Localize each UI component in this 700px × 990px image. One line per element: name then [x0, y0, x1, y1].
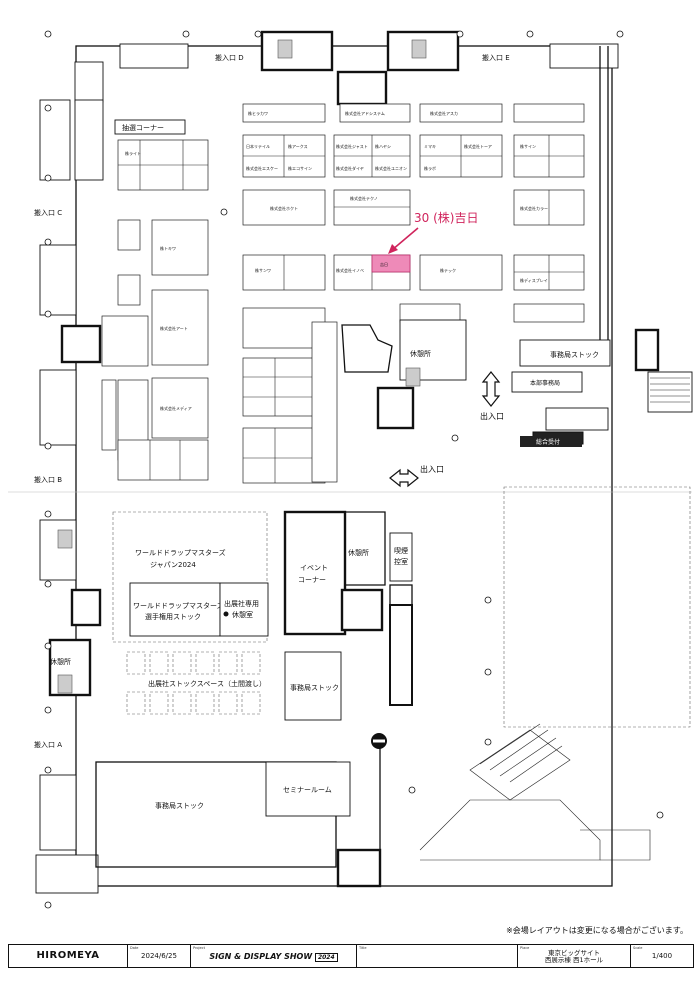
exit-arrow-vertical-icon	[481, 371, 501, 407]
scale-label: Scale	[633, 946, 643, 950]
entrance-e: 搬入口 E	[482, 53, 510, 62]
exit-right-label: 出入口	[480, 411, 504, 421]
rest-area-mid-label: 休憩所	[348, 548, 369, 557]
project-name: SIGN & DISPLAY SHOW	[209, 952, 313, 961]
event-corner-box	[283, 510, 347, 636]
office-stock-bottom-label: 事務局ストック	[155, 801, 204, 810]
entrance-b: 搬入口 B	[34, 475, 62, 484]
top-wall	[119, 30, 619, 106]
highlight-label: 30 (株)吉日	[414, 211, 479, 225]
world-drop-area	[112, 511, 268, 643]
exit-center-label: 出入口	[420, 464, 444, 474]
rest-area-top-label: 休憩所	[410, 349, 431, 358]
title-block: HIROMEYA Date 2024/6/25 Project SIGN & D…	[8, 944, 694, 968]
booth-island-right	[513, 103, 585, 323]
entrance-a: 搬入口 A	[34, 740, 62, 749]
exit-arrow-horizontal-icon	[389, 468, 419, 488]
exhibitor-rest-label-2: 休憩室	[232, 610, 253, 619]
entrance-c: 搬入口 C	[34, 208, 62, 217]
lottery-corner-label: 抽選コーナー	[122, 123, 164, 132]
ramp-stairs	[419, 723, 651, 861]
place-line-2: 西展示棟 西1ホール	[544, 956, 604, 964]
exhibitor-stock-label: 出展社ストックスペース（土間渡し）	[148, 679, 266, 688]
seminar-room-box	[265, 761, 351, 817]
toilet-icon-top	[277, 39, 293, 59]
project-label: Project	[193, 946, 205, 950]
company-name: HIROMEYA	[36, 950, 100, 961]
world-drop-label-1: ワールドドラップマスターズ	[135, 548, 226, 557]
title-company-cell: HIROMEYA	[9, 945, 128, 967]
title-place-cell: Place 東京ビッグサイト 西展示棟 西1ホール	[518, 945, 631, 967]
rest-area-top	[341, 324, 393, 373]
office-stock-mid-box	[284, 651, 342, 721]
exhibitor-rest-box	[219, 582, 269, 637]
smoking-label-2: 控室	[394, 557, 408, 566]
stair-core-mid	[340, 588, 384, 632]
pillar-dots	[44, 30, 664, 909]
title-label: Title	[359, 946, 367, 950]
no-entry-sign-icon	[371, 733, 387, 749]
toilet-icon-left	[57, 674, 73, 694]
wd-stock-label-2: 選手権用ストック	[145, 612, 201, 621]
reception-label: 総合受付	[536, 438, 560, 446]
lottery-corner	[114, 119, 186, 135]
place-line-1: 東京ビッグサイト	[548, 949, 600, 957]
seminar-room-label: セミナールーム	[283, 786, 332, 794]
highlighted-booth[interactable]	[371, 254, 411, 273]
place-label: Place	[520, 946, 530, 950]
wd-stock-label-1: ワールドドラップマスターズ	[133, 601, 224, 610]
world-drop-label-2: ジャパン2024	[150, 561, 196, 569]
office-stock-mid-label: 事務局ストック	[290, 683, 339, 692]
entrance-d: 搬入口 D	[215, 53, 244, 62]
reception-box	[520, 436, 582, 447]
project-year: 2024	[314, 953, 338, 962]
title-project-cell: Project SIGN & DISPLAY SHOW 2024	[191, 945, 357, 967]
toilet-icon-mid	[405, 367, 421, 387]
date-value: 2024/6/25	[141, 952, 177, 960]
booth-island-left-a	[101, 139, 209, 481]
highlight-pointer-arrow-icon	[388, 227, 419, 254]
exhibitor-rest-dot-icon	[223, 611, 229, 617]
date-label: Date	[130, 946, 139, 950]
hq-office-label: 本部事務局	[530, 379, 560, 387]
smoking-room	[389, 532, 413, 582]
toilet-icon-lower	[57, 529, 73, 549]
title-scale-cell: Scale 1/400	[631, 945, 693, 967]
event-corner-label-1: イベント	[300, 564, 328, 572]
wd-stock-box	[129, 582, 221, 637]
layout-change-note: ※会場レイアウトは変更になる場合がございます。	[506, 926, 688, 935]
rest-area-left-label: 休憩所	[50, 657, 71, 666]
rest-area-mid	[344, 511, 386, 586]
left-wall	[35, 61, 104, 894]
stair-core-bottom	[336, 848, 382, 888]
scale-value: 1/400	[651, 952, 673, 960]
title-date-cell: Date 2024/6/25	[128, 945, 191, 967]
highlighted-booth-text: 吉日	[380, 262, 388, 267]
event-corner-label-2: コーナー	[298, 576, 326, 584]
title-title-cell: Title	[357, 945, 518, 967]
smoking-label-1: 喫煙	[394, 546, 408, 555]
booth-island-center: 吉日	[242, 103, 503, 484]
office-stock-right-label: 事務局ストック	[550, 350, 599, 359]
toilet-icon-top-2	[411, 39, 427, 59]
lower-right-zone	[503, 486, 691, 728]
exhibitor-rest-label-1: 出展社専用	[224, 599, 259, 608]
